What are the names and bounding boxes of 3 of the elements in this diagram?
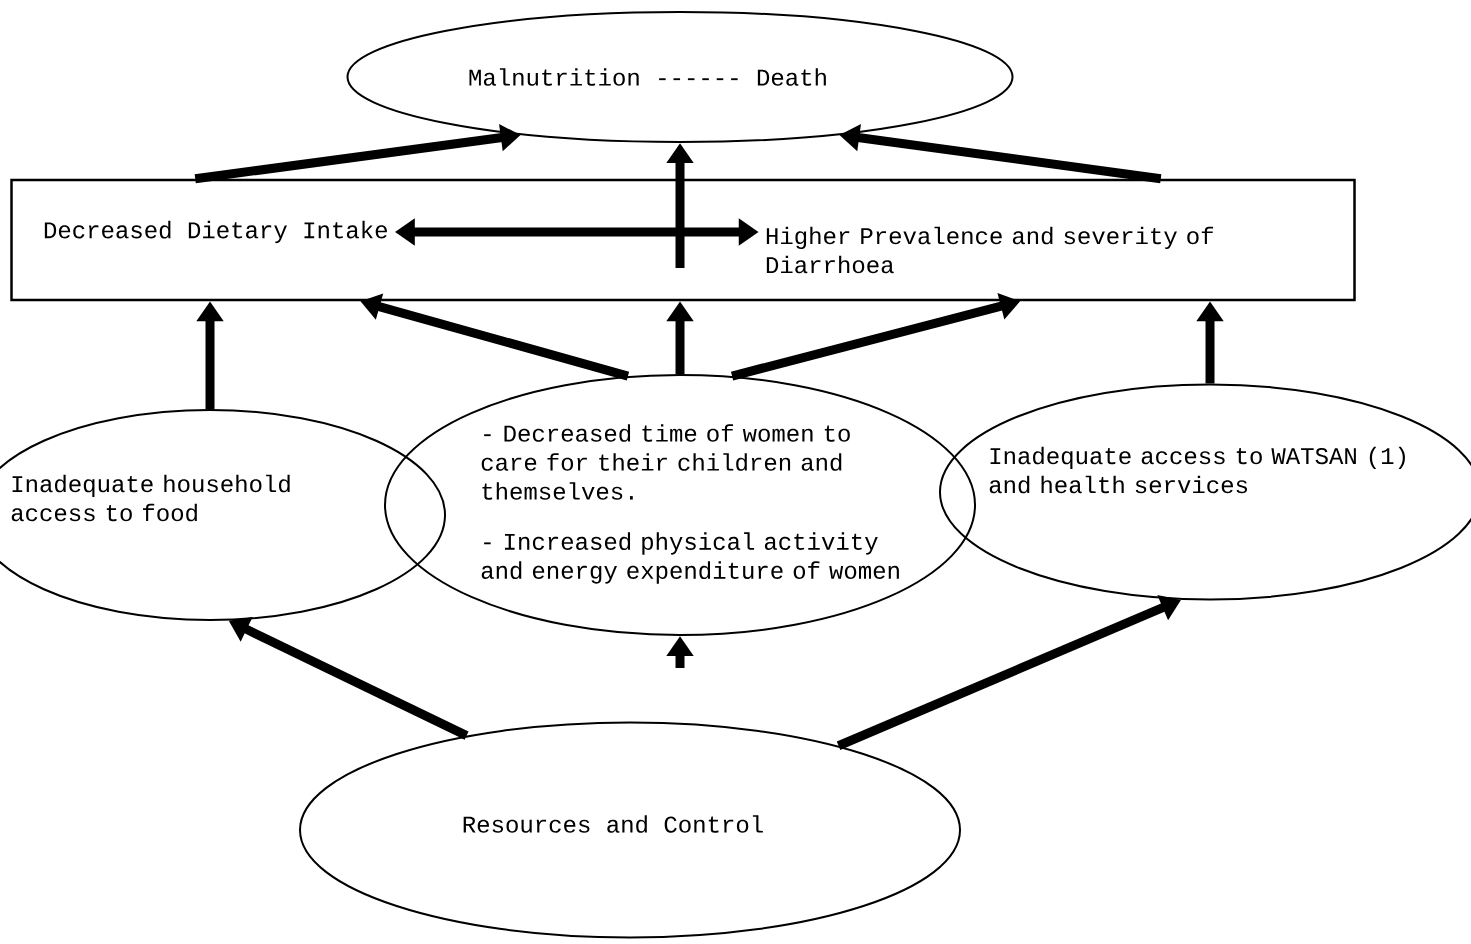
text-label: Higher Prevalence and severity of Diarrhoea — [766, 226, 1213, 274]
text-label: Decreased Dietary Intake — [44, 220, 387, 244]
rectangle-box — [10, 178, 1356, 302]
